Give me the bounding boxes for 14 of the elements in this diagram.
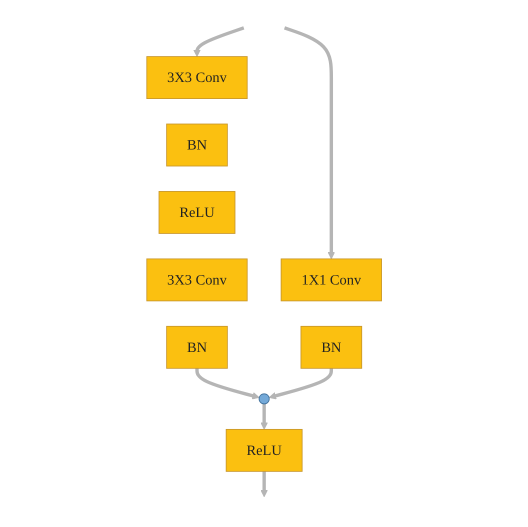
node-circle: [258, 392, 270, 404]
node-box: ReLU: [158, 190, 236, 234]
node-box: ReLU: [226, 428, 302, 472]
arrow: [260, 470, 268, 497]
node-box: BN: [166, 325, 228, 368]
arrow: [193, 26, 244, 56]
arrow: [260, 403, 268, 430]
node-box: BN: [300, 325, 362, 368]
node-box: 3X3 Conv: [146, 258, 248, 301]
arrow: [284, 26, 335, 259]
arrow: [268, 368, 333, 399]
node-box: BN: [166, 123, 228, 166]
node-box: 3X3 Conv: [146, 56, 248, 99]
node-box: 1X1 Conv: [280, 258, 382, 301]
